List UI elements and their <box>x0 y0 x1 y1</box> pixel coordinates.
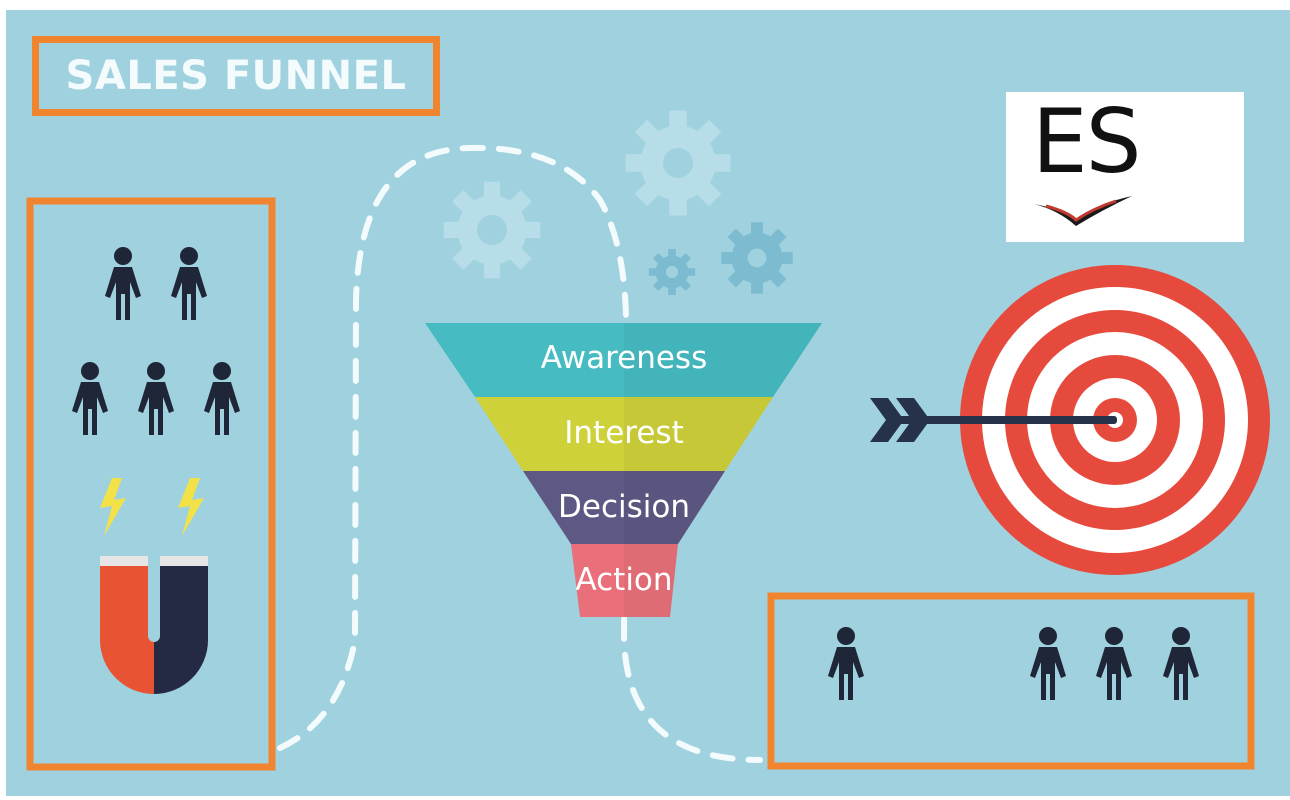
page-title: SALES FUNNEL <box>65 53 407 99</box>
sales-funnel <box>425 323 822 617</box>
funnel-stage-action <box>571 544 678 617</box>
logo-swoosh-icon <box>1034 196 1132 226</box>
lightning-bolt-icon <box>178 478 204 536</box>
lightning-bolt-icon <box>100 478 126 536</box>
logo-text: ES <box>1032 90 1141 193</box>
funnel-stage-interest <box>475 397 773 471</box>
funnel-label-action: Action <box>575 562 673 598</box>
dashed-path <box>277 144 763 763</box>
gear-icon <box>648 248 696 296</box>
logo: ES <box>1006 92 1244 242</box>
left-highlight-frame <box>26 197 276 771</box>
magnet-icon <box>100 556 208 694</box>
gear-icon <box>625 110 731 216</box>
funnel-label-awareness: Awareness <box>540 340 708 376</box>
arrow-icon <box>870 398 1117 442</box>
gears-group <box>443 110 793 296</box>
gear-icon <box>721 222 793 294</box>
right-highlight-frame <box>767 592 1255 770</box>
funnel-stage-awareness <box>425 323 822 397</box>
title-frame: SALES FUNNEL <box>32 36 440 116</box>
gear-icon <box>443 181 541 279</box>
funnel-label-interest: Interest <box>564 415 684 451</box>
funnel-stage-decision <box>523 471 725 544</box>
funnel-label-decision: Decision <box>558 489 690 525</box>
